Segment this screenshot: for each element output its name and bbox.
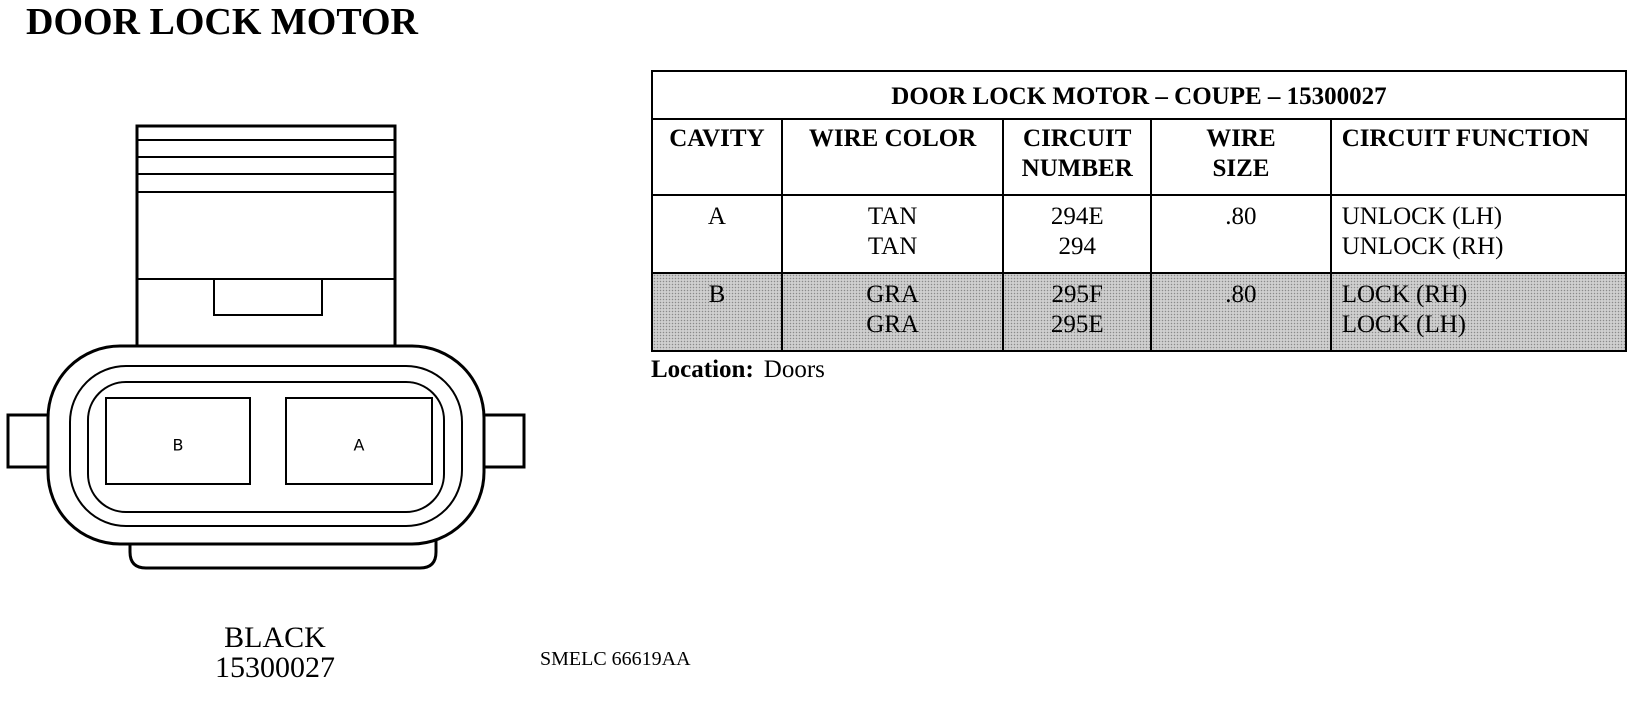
table-header-row: CAVITY WIRE COLOR CIRCUIT NUMBER WIRE SI… (651, 118, 1628, 196)
wire-color-line: GRA (866, 311, 919, 338)
connector-part-number: 15300027 (215, 651, 335, 684)
body-middle (69, 365, 463, 527)
page-title: DOOR LOCK MOTOR (26, 1, 418, 43)
location-label: Location: (651, 356, 754, 383)
header-circuit-number-line1: CIRCUIT (1023, 125, 1132, 152)
cavity-label-a: A (354, 436, 365, 455)
header-wire-size-line1: WIRE (1206, 125, 1276, 152)
reference-code: SMELC 66619AA (540, 648, 691, 670)
connector-diagram: B A (6, 124, 526, 570)
cell-circuit-function: LOCK (RH) LOCK (LH) (1329, 272, 1628, 352)
circuit-function-line: LOCK (LH) (1341, 311, 1466, 338)
body-outer (46, 344, 486, 546)
circuit-function-line: UNLOCK (RH) (1341, 233, 1504, 260)
header-wire-size-line2: SIZE (1212, 155, 1270, 182)
circuit-number-line: 294E (1050, 203, 1104, 230)
cell-wire-size: .80 (1150, 194, 1332, 274)
header-circuit-function: CIRCUIT FUNCTION (1329, 118, 1628, 196)
cavity-label-b: B (173, 436, 184, 455)
wire-color-line: GRA (866, 281, 919, 308)
circuit-function-line: UNLOCK (LH) (1341, 203, 1503, 230)
connector-color: BLACK (224, 621, 326, 654)
cell-wire-size: .80 (1150, 272, 1332, 352)
cavity-a (285, 397, 433, 485)
body-inner (87, 381, 445, 513)
header-circuit-number-line2: NUMBER (1021, 155, 1133, 182)
connector-top-housing (135, 124, 397, 348)
cell-circuit-number: 294E 294 (1002, 194, 1153, 274)
circuit-number-line: 294 (1058, 233, 1096, 260)
circuit-number-line: 295E (1050, 311, 1104, 338)
table-title: DOOR LOCK MOTOR – COUPE – 15300027 (651, 70, 1627, 120)
cell-wire-color: TAN TAN (780, 194, 1005, 274)
circuit-function-line: LOCK (RH) (1341, 281, 1468, 308)
circuit-number-line: 295F (1051, 281, 1103, 308)
location-note: Location: Doors (651, 356, 825, 384)
cell-cavity: A (651, 194, 783, 274)
wire-color-line: TAN (867, 233, 918, 260)
table-row: A TAN TAN 294E 294 .80 UNLOCK (LH) UNLOC… (651, 194, 1628, 274)
table-row: B GRA GRA 295F 295E .80 LOCK (RH) LOCK (… (651, 272, 1628, 352)
wire-color-line: TAN (867, 203, 918, 230)
header-wire-size: WIRE SIZE (1150, 118, 1332, 196)
header-circuit-number: CIRCUIT NUMBER (1002, 118, 1153, 196)
cell-wire-color: GRA GRA (780, 272, 1005, 352)
cell-circuit-function: UNLOCK (LH) UNLOCK (RH) (1329, 194, 1628, 274)
location-value: Doors (763, 356, 825, 383)
cavity-b (105, 397, 251, 485)
cell-circuit-number: 295F 295E (1002, 272, 1153, 352)
locking-tab (213, 278, 323, 316)
header-cavity: CAVITY (651, 118, 783, 196)
cell-cavity: B (651, 272, 783, 352)
pinout-table: DOOR LOCK MOTOR – COUPE – 15300027 CAVIT… (651, 70, 1628, 352)
header-wire-color: WIRE COLOR (780, 118, 1005, 196)
